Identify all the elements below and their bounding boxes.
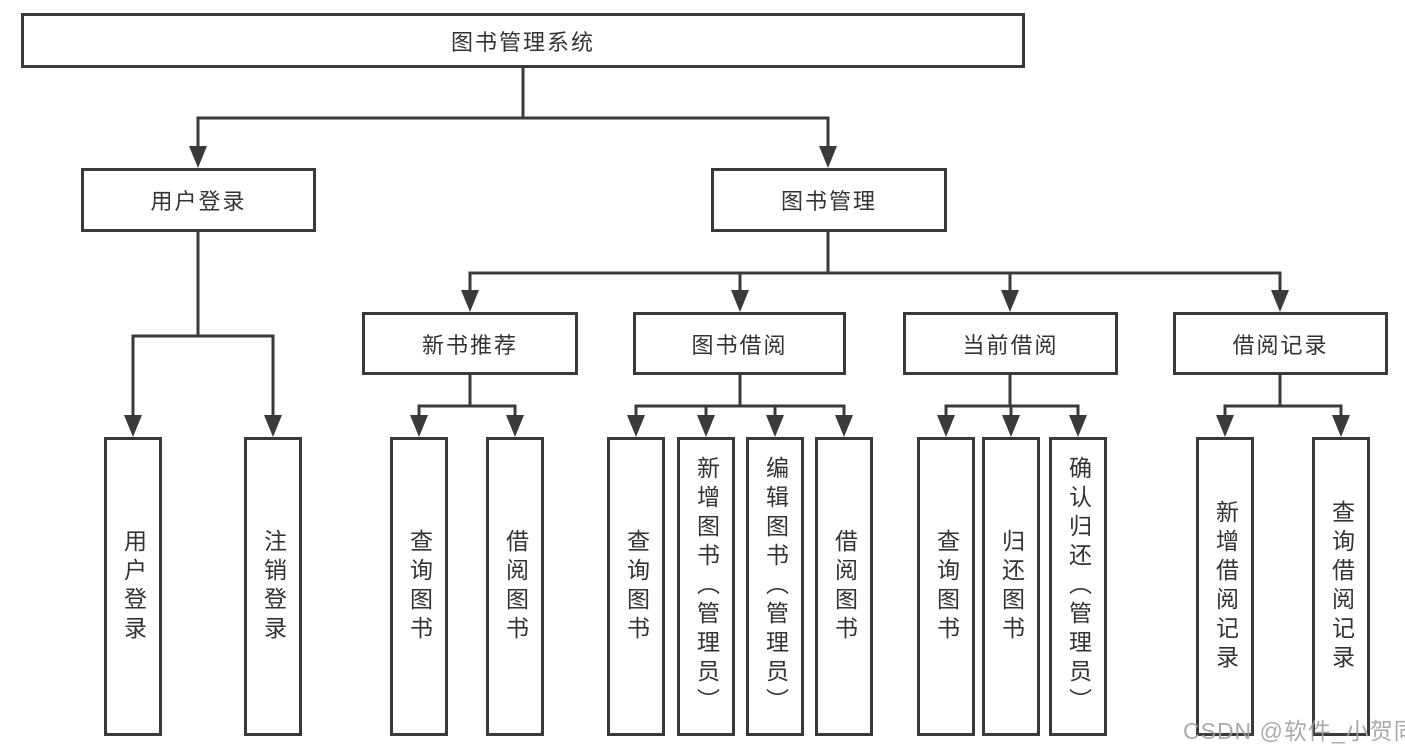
node-leaf-user-login: 用户登录 (104, 437, 162, 736)
node-library-system-label: 图书管理系统 (450, 29, 595, 55)
node-borrowing-records: 借阅记录 (1173, 312, 1388, 375)
node-leaf-edit-books-admin-label: 编辑图书（管理员） (762, 456, 789, 717)
arrowhead (1001, 290, 1019, 312)
connector-new-book-recommend (410, 374, 524, 437)
node-leaf-query-books-borrowing-label: 查询图书 (623, 528, 650, 645)
node-user-login: 用户登录 (81, 168, 316, 232)
node-current-borrowing-label: 当前借阅 (962, 332, 1059, 358)
node-leaf-add-borrow-record-label: 新增借阅记录 (1212, 499, 1239, 674)
arrowhead (189, 146, 207, 168)
arrowhead (731, 290, 749, 312)
arrowhead (506, 415, 524, 437)
arrowhead (461, 290, 479, 312)
node-leaf-query-books-borrowing: 查询图书 (607, 437, 665, 736)
node-library-system: 图书管理系统 (21, 13, 1025, 68)
node-new-book-recommend-label: 新书推荐 (421, 332, 518, 358)
node-book-management-label: 图书管理 (780, 189, 877, 214)
node-leaf-return-books: 归还图书 (982, 437, 1040, 736)
node-leaf-query-books-current: 查询图书 (917, 437, 975, 736)
node-leaf-borrow-books-recommend-label: 借阅图书 (502, 528, 529, 645)
node-new-book-recommend: 新书推荐 (362, 312, 578, 375)
node-book-management: 图书管理 (711, 168, 947, 232)
node-leaf-borrow-books: 借阅图书 (815, 437, 873, 736)
connector-book-borrowing (627, 374, 853, 437)
connector-current-borrowing (937, 374, 1087, 437)
node-leaf-add-books-admin: 新增图书（管理员） (677, 437, 735, 736)
node-leaf-borrow-books-recommend: 借阅图书 (486, 437, 544, 736)
connector-root (189, 66, 837, 168)
node-leaf-logout: 注销登录 (244, 437, 302, 736)
node-user-login-label: 用户登录 (150, 189, 247, 214)
node-leaf-query-books-current-label: 查询图书 (933, 528, 960, 645)
arrowhead (264, 415, 282, 437)
arrowhead (410, 415, 428, 437)
arrowhead (766, 415, 784, 437)
node-leaf-confirm-return-admin: 确认归还（管理员） (1049, 437, 1107, 736)
arrowhead (819, 146, 837, 168)
node-book-borrowing: 图书借阅 (633, 312, 846, 375)
node-leaf-return-books-label: 归还图书 (998, 528, 1025, 645)
arrowhead (835, 415, 853, 437)
connector-user-login (124, 230, 282, 437)
arrowhead (627, 415, 645, 437)
connector-borrowing-records (1216, 374, 1350, 437)
arrowhead (937, 415, 955, 437)
arrowhead (1002, 415, 1020, 437)
arrowhead (1069, 415, 1087, 437)
node-current-borrowing: 当前借阅 (903, 312, 1118, 375)
csdn-watermark: CSDN @软件_小贺同学 (1183, 718, 1405, 744)
node-leaf-logout-label: 注销登录 (260, 528, 287, 645)
node-leaf-query-borrow-record-label: 查询借阅记录 (1328, 499, 1355, 674)
node-leaf-user-login-label: 用户登录 (120, 528, 147, 645)
node-leaf-add-borrow-record: 新增借阅记录 (1196, 437, 1254, 736)
node-leaf-query-books-recommend-label: 查询图书 (406, 528, 433, 645)
arrowhead (1332, 415, 1350, 437)
node-borrowing-records-label: 借阅记录 (1232, 332, 1329, 358)
arrowhead (124, 415, 142, 437)
node-leaf-add-books-admin-label: 新增图书（管理员） (693, 456, 720, 717)
node-leaf-edit-books-admin: 编辑图书（管理员） (746, 437, 804, 736)
node-leaf-confirm-return-admin-label: 确认归还（管理员） (1065, 456, 1092, 717)
arrowhead (1271, 290, 1289, 312)
connector-book-management (461, 230, 1289, 312)
node-book-borrowing-label: 图书借阅 (691, 332, 788, 358)
arrowhead (697, 415, 715, 437)
node-leaf-query-books-recommend: 查询图书 (390, 437, 448, 736)
node-leaf-query-borrow-record: 查询借阅记录 (1312, 437, 1370, 736)
arrowhead (1216, 415, 1234, 437)
node-leaf-borrow-books-label: 借阅图书 (831, 528, 858, 645)
